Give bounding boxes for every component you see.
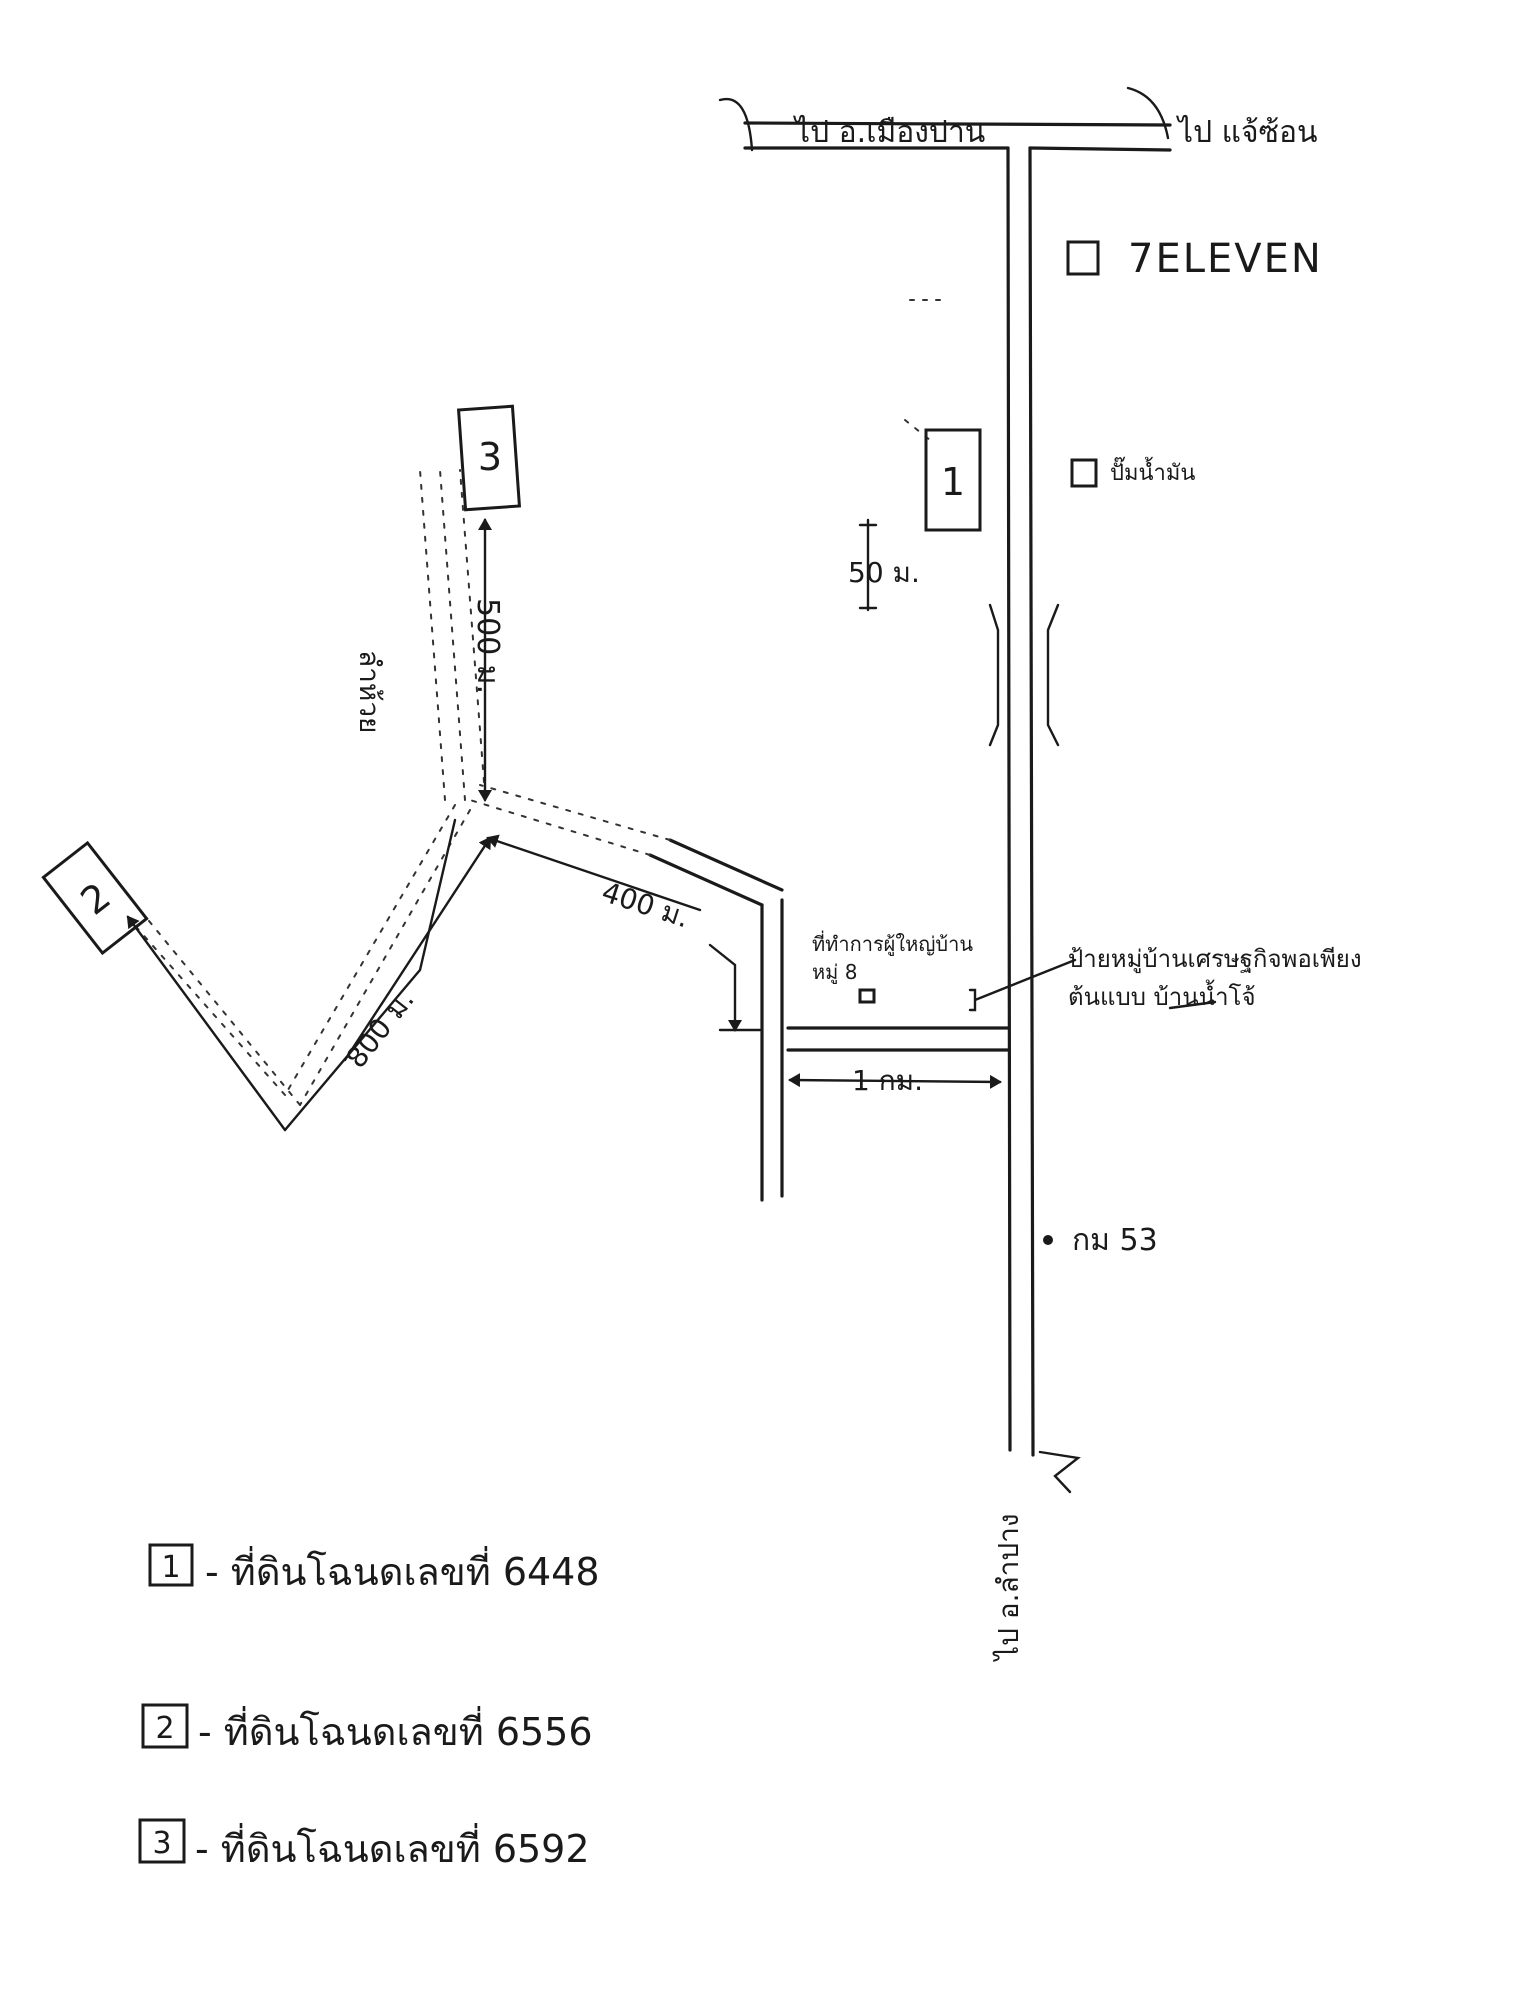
svg-text:1: 1: [161, 1550, 180, 1585]
arrow-1km: [788, 1073, 1002, 1089]
km-marker-dot: [1043, 1235, 1053, 1245]
gas-station-marker: [1070, 458, 1098, 488]
road-end-mark-bottom: [1038, 1450, 1081, 1494]
svg-text:2: 2: [73, 874, 119, 924]
label-village-sign-wrap: ป้ายหมู่บ้านเศรษฐกิจพอเพียงต้นแบบ บ้านน้…: [1068, 945, 1362, 1011]
svg-text:1: 1: [941, 460, 965, 504]
plot-2: 2: [41, 840, 149, 956]
legend-item-2: 2 - ที่ดินโฉนดเลขที่ 6556: [141, 1703, 593, 1754]
legend: 1 - ที่ดินโฉนดเลขที่ 6448 2 - ที่ดินโฉนด…: [138, 1543, 600, 1871]
road-end-mark-left: [718, 97, 754, 152]
label-village-sign: ป้ายหมู่บ้านเศรษฐกิจพอเพียงต้นแบบ บ้านน้…: [1068, 945, 1362, 1011]
label-400m: 400 ม.: [598, 875, 694, 934]
direction-top-right: ไป แจ้ซ้อน: [1176, 114, 1317, 150]
legend-item-1: 1 - ที่ดินโฉนดเลขที่ 6448: [148, 1543, 600, 1594]
label-gas-station: ปั๊มน้ำมัน: [1110, 456, 1195, 486]
bridge: [988, 603, 1060, 747]
label-km53: กม 53: [1072, 1223, 1158, 1258]
sign-pointer: [968, 958, 1077, 1012]
svg-text:- ที่ดินโฉนดเลขที่ 6592: - ที่ดินโฉนดเลขที่ 6592: [195, 1823, 590, 1871]
svg-text:3: 3: [478, 435, 502, 479]
svg-text:2: 2: [155, 1711, 174, 1746]
legend-item-3: 3 - ที่ดินโฉนดเลขที่ 6592: [138, 1818, 590, 1871]
direction-bottom: ไป อ.ลำปาง: [992, 1513, 1025, 1662]
direction-top-left: ไป อ.เมืองปาน: [793, 114, 985, 150]
label-800m: 800 ม.: [340, 983, 421, 1074]
plot-3: 3: [456, 404, 522, 512]
plot-1: 1: [924, 428, 982, 532]
label-stream: ลำห้วย: [353, 650, 386, 733]
top-cross-road: [743, 121, 1172, 152]
label-village-office: ที่ทำการผู้ใหญ่บ้าน หมู่ 8: [812, 932, 973, 984]
village-office-marker: [858, 988, 876, 1004]
arrow-800m: [126, 915, 287, 1132]
7eleven-marker: [1066, 240, 1100, 276]
label-village-office-wrap: ที่ทำการผู้ใหญ่บ้าน หมู่ 8: [812, 932, 973, 984]
road-end-mark-right: [1126, 86, 1170, 140]
village-road: [648, 838, 1010, 1202]
arrow-400m-down: [708, 943, 742, 1032]
label-1km: 1 กม.: [852, 1064, 923, 1097]
svg-text:- ที่ดินโฉนดเลขที่ 6556: - ที่ดินโฉนดเลขที่ 6556: [198, 1706, 593, 1754]
svg-text:- ที่ดินโฉนดเลขที่ 6448: - ที่ดินโฉนดเลขที่ 6448: [205, 1546, 600, 1594]
label-7eleven: 7ELEVEN: [1128, 236, 1323, 282]
arrow-400m: [486, 834, 702, 912]
label-50m: 50 ม.: [848, 556, 920, 589]
svg-text:3: 3: [152, 1826, 171, 1861]
label-500m: 500 ม.: [470, 598, 505, 694]
main-road: [1006, 146, 1035, 1457]
